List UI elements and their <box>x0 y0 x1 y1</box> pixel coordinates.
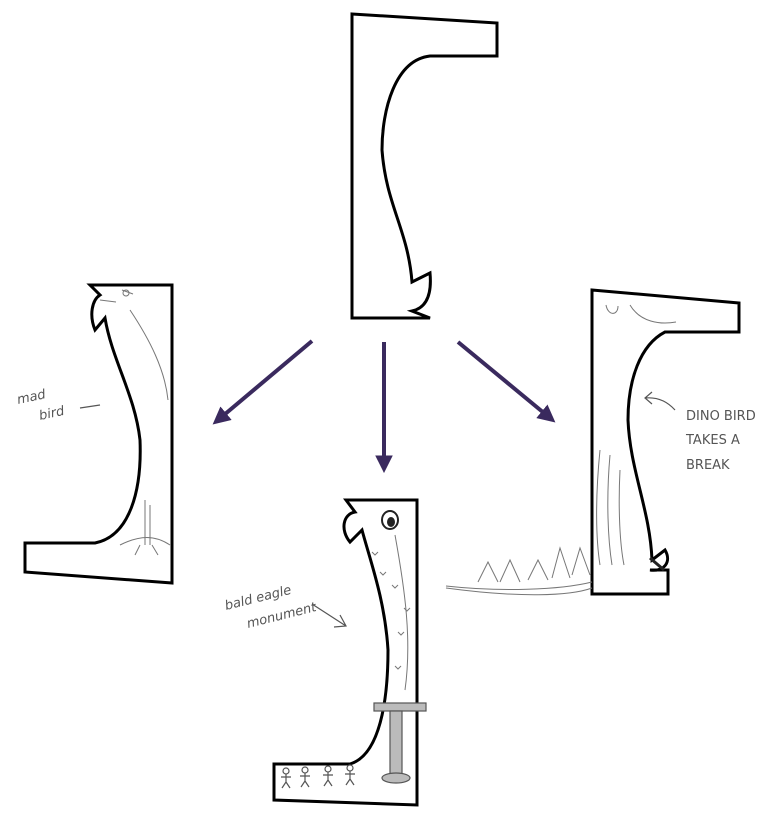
svg-text:BREAK: BREAK <box>686 458 730 473</box>
annotation-dino-bird: DINO BIRD TAKES A BREAK <box>685 409 756 473</box>
annotation-bald-eagle: bald eagle monument <box>223 583 318 632</box>
arrow-right-down-icon <box>456 340 556 423</box>
svg-text:TAKES A: TAKES A <box>685 433 740 448</box>
svg-text:mad: mad <box>16 387 48 408</box>
bald-eagle-sketch <box>272 498 427 807</box>
arrow-left-down-icon <box>212 339 314 425</box>
mad-bird-sketch <box>23 283 174 585</box>
annotation-mad-bird: mad bird <box>16 387 101 424</box>
base-shape <box>350 12 499 320</box>
svg-text:DINO BIRD: DINO BIRD <box>686 409 756 424</box>
dino-bird-sketch <box>445 288 741 596</box>
svg-text:bird: bird <box>38 404 67 424</box>
